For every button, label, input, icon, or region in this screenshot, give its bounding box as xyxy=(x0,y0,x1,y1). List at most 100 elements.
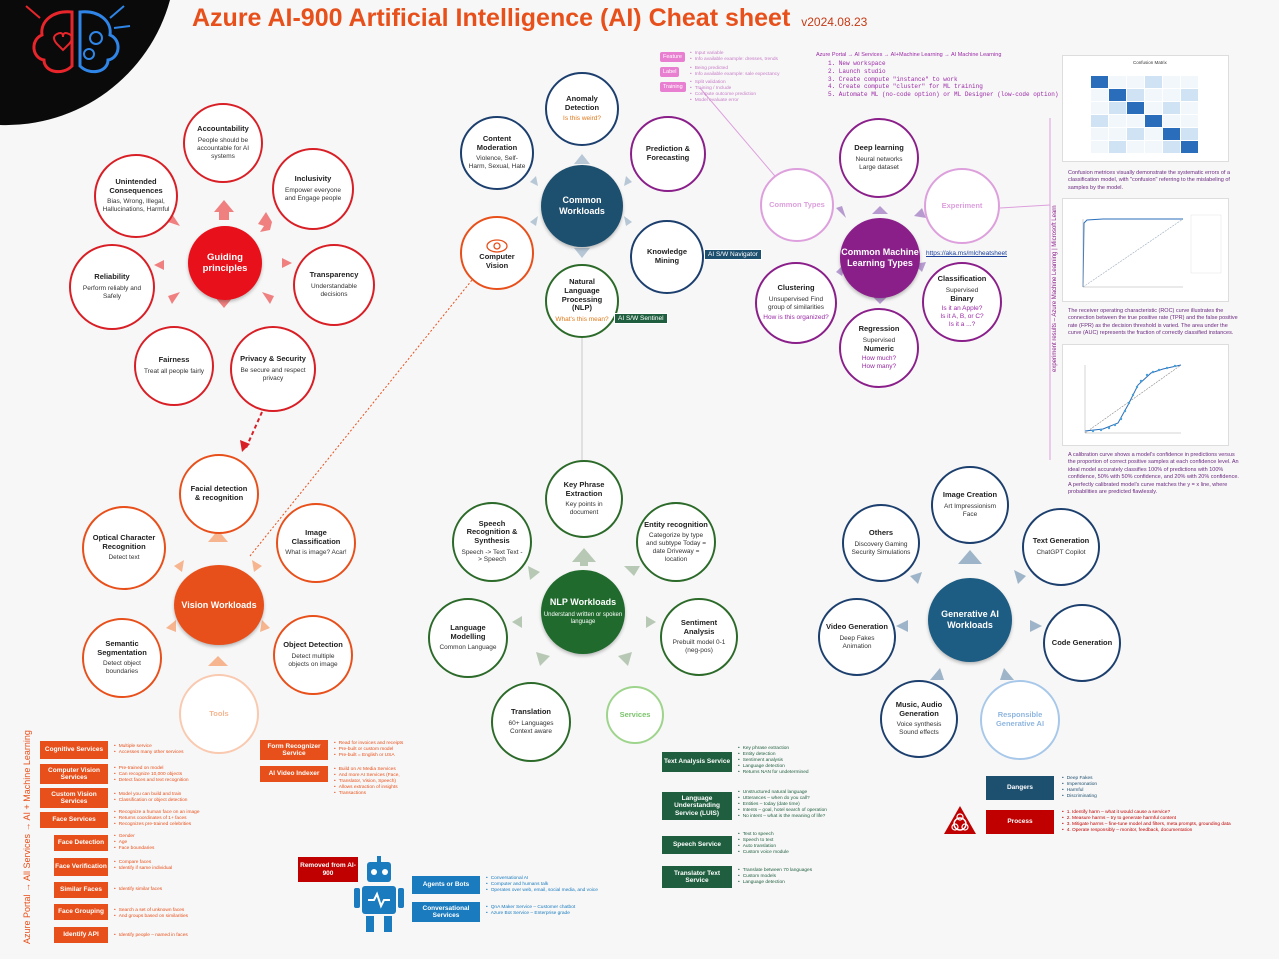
face-detection-notes: GenderAgeFace boundaries xyxy=(114,834,155,852)
node-title: Transparency xyxy=(309,270,359,280)
note-line: Input variable xyxy=(690,51,778,57)
confusion-cell xyxy=(1109,128,1126,140)
note-line: Custom models xyxy=(738,874,812,880)
node-question: How many? xyxy=(861,363,897,371)
note-line: Utterances – when do you call? xyxy=(738,796,827,802)
confusion-cell xyxy=(1109,89,1126,101)
hub-subtitle: Understand written or spoken language xyxy=(543,612,623,626)
agents-notes: Conversational AIComputer and humans tal… xyxy=(486,876,598,894)
node-desc: Detect text xyxy=(108,554,140,562)
roc-chart xyxy=(1062,198,1229,302)
node-desc: Bias, Wrong, Illegal, Hallucinations, Ha… xyxy=(102,198,170,214)
note-line: And groups based on similarities xyxy=(114,914,188,920)
confusion-cell xyxy=(1109,76,1126,88)
speech-service-box: Speech Service xyxy=(662,836,732,854)
node-title: Regression xyxy=(858,324,900,334)
hub-label: NLP Workloads xyxy=(549,597,617,608)
confusion-cell xyxy=(1145,141,1162,153)
step-line: 1. New workspace xyxy=(828,60,886,67)
node-question: Is this weird? xyxy=(563,115,601,123)
node-desc: Supervised xyxy=(945,286,979,294)
node-title: Reliability xyxy=(94,272,130,282)
confusion-cell xyxy=(1145,128,1162,140)
text-analysis-box: Text Analysis Service xyxy=(662,752,732,772)
confusion-cell xyxy=(1127,115,1144,127)
confusion-cell xyxy=(1163,141,1180,153)
note-line: Entities – today (date time) xyxy=(738,802,827,808)
confusion-cell xyxy=(1145,102,1162,114)
note-line: Accesses many other services xyxy=(114,750,184,756)
note-line: Azure Bot Service – Enterprise grade xyxy=(486,911,575,917)
hub-label: Vision Workloads xyxy=(181,599,257,610)
experiment-line xyxy=(999,204,1051,209)
similar-faces-notes: Identify similar faces xyxy=(114,887,162,893)
process-notes: 1. Identify harm – what it would cause a… xyxy=(1062,810,1231,834)
confusion-note: Confusion metrices visually demonstrate … xyxy=(1068,170,1231,191)
note-line: Sentiment analysis xyxy=(738,758,809,764)
note-line: Can recognize 10,000 objects xyxy=(114,772,189,778)
identify-api-box: Identify API xyxy=(54,927,108,943)
node-title: Fairness xyxy=(158,355,190,365)
vision-workloads-hub: Vision Workloads xyxy=(174,565,264,645)
form-recognizer-notes: Read for invoices and receiptsPre-built … xyxy=(334,741,404,759)
translator-box: Translator Text Service xyxy=(662,866,732,888)
node-desc: Perform reliably and Safely xyxy=(82,285,142,300)
note-line: Pre-built or custom model xyxy=(334,747,403,753)
node-services: Services xyxy=(606,686,664,744)
node-question: What's this mean? xyxy=(555,315,609,323)
video-indexer-box: AI Video Indexer xyxy=(260,766,328,782)
confusion-cell xyxy=(1181,76,1198,88)
video-indexer-notes: Build on AI Media ServicesAnd more AI Se… xyxy=(334,767,400,797)
node-responsible-genai: Responsible Generative AI xyxy=(980,680,1060,760)
node-desc: What is image? Acar! xyxy=(285,549,347,557)
confusion-cell xyxy=(1091,128,1108,140)
luis-box: Language Understanding Service (LUIS) xyxy=(662,792,732,820)
vision-services-side-label: Azure Portal → All Services → AI + Machi… xyxy=(22,730,32,944)
node-desc: 60+ Languages Context aware xyxy=(508,720,554,735)
node-desc: Discovery Gaming Security Simulations xyxy=(851,541,911,556)
note-line: 4. Operate responsibly – monitor, feedba… xyxy=(1062,828,1231,834)
node-title: Others xyxy=(868,528,894,538)
confusion-cell xyxy=(1145,115,1162,127)
face-services-box: Face Services xyxy=(40,812,108,828)
translator-notes: Translate between 70 languagesCustom mod… xyxy=(738,868,812,886)
note-line: Identify people – named in faces xyxy=(114,933,188,939)
node-desc: Understandable decisions xyxy=(311,283,357,298)
note-line: Face boundaries xyxy=(114,846,155,852)
note-line: Speech to text xyxy=(738,838,789,844)
face-grouping-box: Face Grouping xyxy=(54,904,108,920)
confusion-cell xyxy=(1145,76,1162,88)
similar-faces-box: Similar Faces xyxy=(54,882,108,898)
calibration-curve xyxy=(1084,364,1182,434)
node-desc: Detect object boundaries xyxy=(103,660,141,676)
node-title: Experiment xyxy=(941,200,983,210)
calibration-chart xyxy=(1062,344,1229,446)
note-line: Model evaluate error xyxy=(690,98,756,104)
note-line: Impersonation xyxy=(1062,782,1097,788)
note-line: Age xyxy=(114,840,154,846)
node-prediction-forecasting: Prediction & Forecasting xyxy=(630,116,706,192)
calibration-point xyxy=(1173,364,1177,368)
calibration-point xyxy=(1165,366,1169,370)
confusion-cell xyxy=(1181,102,1198,114)
note-line: Key phrase extraction xyxy=(738,746,809,752)
note-line: Classification or object detection xyxy=(114,798,188,804)
brain-logo-icon xyxy=(25,5,131,74)
node-desc: Prebuilt model 0-1 (neg-pos) xyxy=(672,639,726,655)
node-title: Music, Audio Generation xyxy=(895,700,943,718)
confusion-cell xyxy=(1163,115,1180,127)
node-title: Inclusivity xyxy=(294,174,332,184)
speech-notes: Text to speechSpeech to textAuto transla… xyxy=(738,832,789,856)
note-line: Discriminating xyxy=(1062,794,1097,800)
node-desc: Treat all people fairly xyxy=(143,367,205,375)
node-tools: Tools xyxy=(179,674,259,754)
computer-vision-services-box: Computer Vision Services xyxy=(40,764,108,784)
node-title: Accountability xyxy=(197,124,249,134)
ml-cheatsheet-link[interactable]: https://aka.ms/mlcheatsheet xyxy=(926,250,1007,257)
